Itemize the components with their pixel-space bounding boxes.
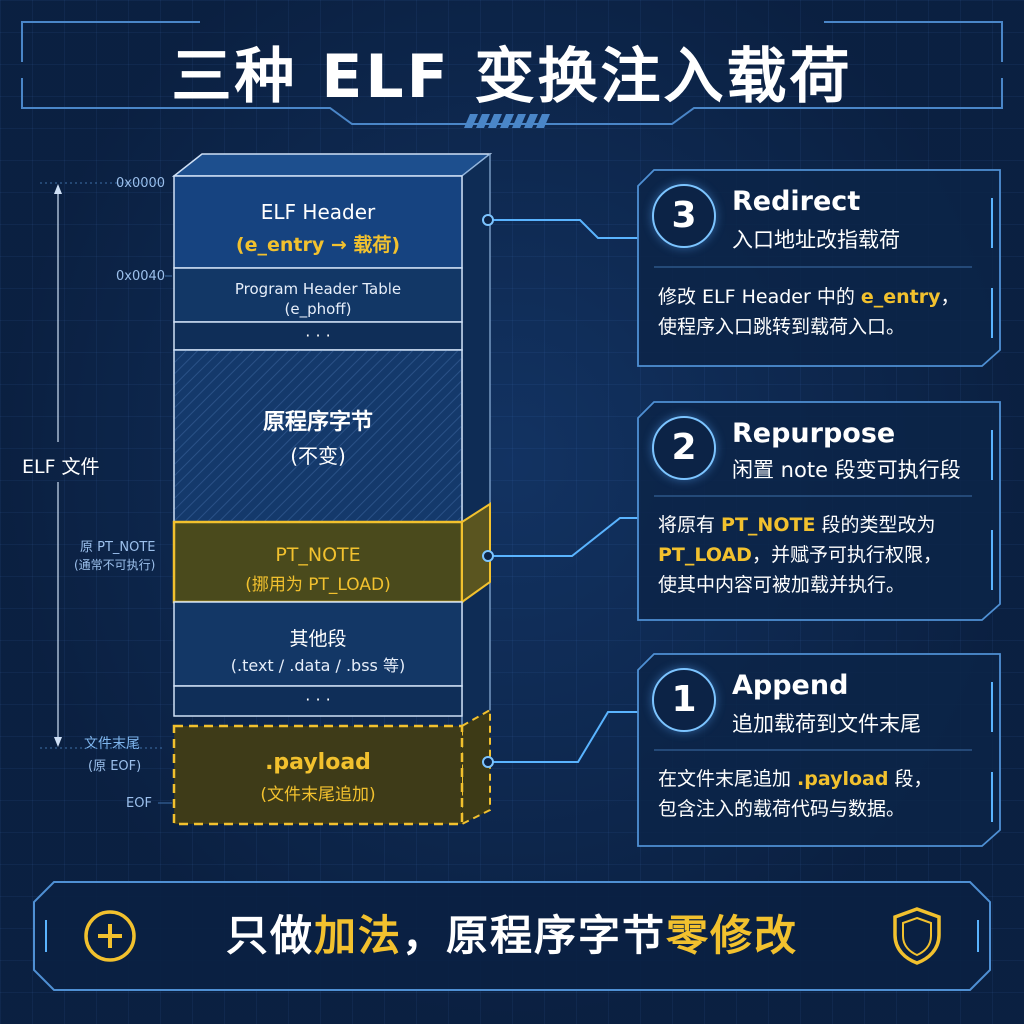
pt-note-sub: (挪用为 PT_LOAD) [245, 575, 391, 595]
original-sub: (不变) [290, 444, 346, 468]
card-repurpose: 2 Repurpose 闲置 note 段变可执行段 将原有 PT_NOTE 段… [636, 400, 1002, 622]
card-repurpose-line3: 使其中内容可被加载并执行。 [658, 574, 906, 596]
left-guides [40, 182, 172, 804]
ellipsis-1: · · · [305, 326, 331, 345]
elf-file-label: ELF 文件 [22, 456, 100, 478]
original-title: 原程序字节 [262, 410, 373, 435]
slogan-zero-mod-highlight: 零修改 [666, 911, 799, 960]
bottom-banner-frame [33, 881, 991, 991]
card-redirect-title: Redirect [732, 186, 861, 217]
text: ，并赋予可执行权限， [751, 544, 942, 566]
other-title: 其他段 [289, 628, 347, 650]
step-2-number: 2 [652, 416, 716, 480]
slogan-part1: 只做 [225, 911, 314, 960]
text: 修改 ELF Header 中的 [658, 286, 861, 308]
plus-icon [84, 910, 136, 962]
pt-note-title: PT_NOTE [275, 544, 361, 566]
pht-sub: (e_phoff) [284, 300, 352, 318]
card-repurpose-line1: 将原有 PT_NOTE 段的类型改为 [658, 510, 984, 540]
text: 在文件末尾追加 [658, 768, 798, 790]
payload-sub: (文件末尾追加) [260, 785, 376, 805]
card-redirect-body: 修改 ELF Header 中的 e_entry， 使程序入口跳转到载荷入口。 [658, 282, 984, 342]
card-append: 1 Append 追加载荷到文件末尾 在文件末尾追加 .payload 段， 包… [636, 652, 1002, 848]
step-1-number: 1 [652, 668, 716, 732]
title-frame [21, 21, 1003, 128]
segment-payload: .payload (文件末尾追加) [174, 726, 462, 824]
ellipsis-2: · · · [305, 690, 331, 709]
paren-close: ) [391, 234, 401, 256]
card-repurpose-subtitle: 闲置 note 段变可执行段 [732, 458, 961, 482]
pt-note-label: 原 PT_NOTE [80, 540, 156, 555]
shield-icon [893, 907, 941, 965]
slogan-part3: ，原程序字节 [402, 911, 667, 960]
eof-label: EOF [126, 796, 152, 811]
segment-original-bytes: 原程序字节 (不变) [174, 350, 462, 522]
step-3-number: 3 [652, 184, 716, 248]
elf-header-sub: (e_entry → 载荷) [174, 230, 462, 257]
card-repurpose-body: 将原有 PT_NOTE 段的类型改为 PT_LOAD，并赋予可执行权限， 使其中… [658, 510, 984, 600]
pt-load-highlight: PT_LOAD [658, 544, 752, 566]
payload-highlight: .payload [797, 768, 889, 790]
payload-title: .payload [265, 750, 371, 775]
card-redirect: 3 Redirect 入口地址改指载荷 修改 ELF Header 中的 e_e… [636, 168, 1002, 368]
e-entry-highlight: e_entry [860, 286, 941, 308]
segment-pt-note: PT_NOTE (挪用为 PT_LOAD) [174, 522, 462, 602]
card-redirect-line1: 修改 ELF Header 中的 e_entry， [658, 282, 984, 312]
card-repurpose-frame [637, 401, 1001, 621]
segment-ellipsis-2: · · · [174, 688, 462, 718]
page-title: 三种 ELF 变换注入载荷 [171, 42, 853, 112]
card-redirect-frame [637, 169, 1001, 367]
text: 将原有 [658, 514, 722, 536]
elf-header-title: ELF Header [260, 200, 376, 224]
segment-elf-header: ELF Header (e_entry → 载荷) [174, 176, 462, 268]
pt-note-note: (通常不可执行) [74, 558, 156, 572]
slogan-add-highlight: 加法 [313, 911, 402, 960]
elf-segment-stack [171, 152, 493, 826]
text: 段的类型改为 [815, 514, 936, 536]
card-append-subtitle: 追加载荷到文件末尾 [732, 712, 921, 736]
segment-ellipsis-1: · · · [174, 324, 462, 352]
text: ， [940, 286, 960, 308]
e-entry-highlight: e_entry → 载荷 [244, 234, 392, 256]
other-sub: (.text / .data / .bss 等) [230, 656, 406, 675]
segment-other: 其他段 (.text / .data / .bss 等) [174, 602, 462, 686]
text: 段， [888, 768, 933, 790]
card-append-title: Append [732, 670, 849, 701]
card-redirect-line2: 使程序入口跳转到载荷入口。 [658, 316, 906, 338]
card-append-line1: 在文件末尾追加 .payload 段， [658, 764, 984, 794]
card-repurpose-title: Repurpose [732, 418, 896, 449]
card-append-frame [637, 653, 1001, 847]
connector-lines [482, 214, 638, 768]
offset-0x0040-label: 0x0040 [116, 269, 166, 284]
card-append-body: 在文件末尾追加 .payload 段， 包含注入的载荷代码与数据。 [658, 764, 984, 824]
bottom-slogan: 只做加法，原程序字节零修改 [32, 902, 992, 963]
card-repurpose-line2: PT_LOAD，并赋予可执行权限， [658, 540, 984, 570]
pt-note-highlight: PT_NOTE [721, 514, 816, 536]
card-append-line2: 包含注入的载荷代码与数据。 [658, 798, 906, 820]
paren-open: ( [235, 234, 245, 256]
pht-title: Program Header Table [234, 280, 402, 298]
segment-program-header-table: Program Header Table (e_phoff) [174, 268, 462, 322]
card-redirect-subtitle: 入口地址改指载荷 [732, 228, 900, 252]
bottom-banner: 只做加法，原程序字节零修改 [32, 880, 992, 992]
original-eof-label: (原 EOF) [88, 759, 142, 774]
